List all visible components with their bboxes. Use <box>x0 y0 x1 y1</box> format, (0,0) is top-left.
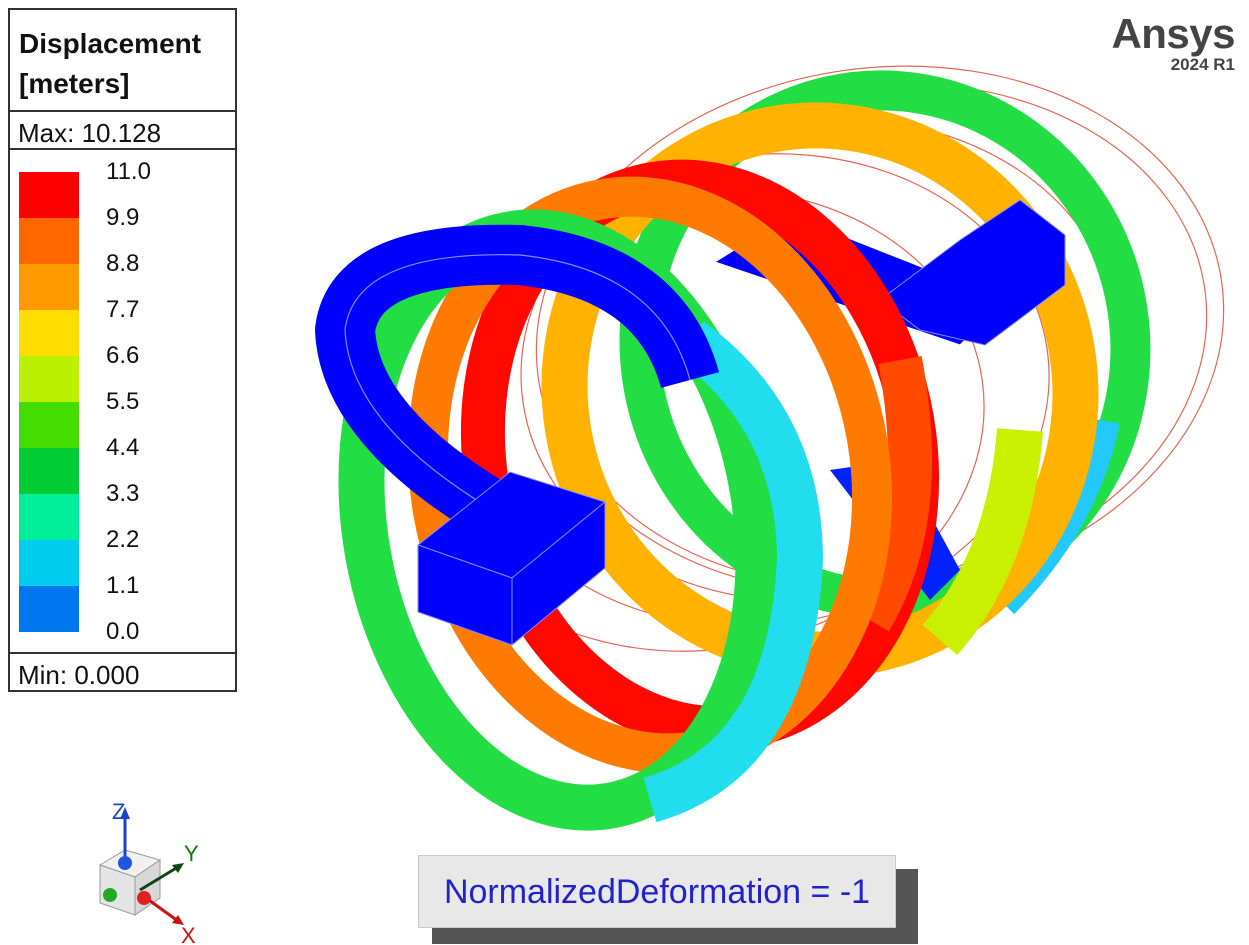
legend-swatch-1 <box>19 172 79 218</box>
normalized-deformation-label: NormalizedDeformation = -1 <box>418 855 896 928</box>
y-axis-arrow <box>139 865 179 892</box>
coil-turn-orange-yellow-lower <box>922 428 1043 656</box>
coordinate-triad[interactable]: Z Y X <box>80 795 210 945</box>
legend-max-label: Max: 10.128 <box>10 112 235 150</box>
legend-tick-label: 1.1 <box>106 572 140 599</box>
result-legend[interactable]: Displacement [meters] Max: 10.128 11.0 9… <box>8 8 237 692</box>
legend-tick-label: 11.0 <box>106 158 151 185</box>
legend-tick-label: 7.7 <box>106 296 140 323</box>
legend-swatch-10 <box>19 586 79 632</box>
legend-tick-label: 8.8 <box>106 250 140 277</box>
y-axis-dot <box>103 888 117 902</box>
coil-turn-back-green <box>619 70 1151 620</box>
z-axis-label: Z <box>112 799 125 824</box>
z-axis-dot <box>118 856 132 870</box>
legend-title-quantity: Displacement <box>19 28 202 59</box>
legend-title-unit: [meters] <box>19 68 130 99</box>
legend-tick-label: 4.4 <box>106 434 140 461</box>
x-axis-arrow <box>145 896 179 923</box>
legend-swatch-3 <box>19 264 79 310</box>
legend-tick-label: 0.0 <box>106 618 140 645</box>
x-axis-label: X <box>181 923 196 945</box>
terminal-block-front-end <box>511 500 606 647</box>
coil-turn-red-right <box>850 355 932 632</box>
x-axis-dot <box>137 891 151 905</box>
legend-tick-label: 9.9 <box>106 204 140 231</box>
coil-turn-front-green-right <box>643 321 824 823</box>
y-axis-label: Y <box>184 841 199 866</box>
legend-swatch-6 <box>19 402 79 448</box>
legend-swatch-5 <box>19 356 79 402</box>
legend-tick-label: 2.2 <box>106 526 140 553</box>
legend-color-scale: 11.0 9.9 8.8 7.7 6.6 5.5 4.4 3.3 2.2 1.1… <box>10 150 235 650</box>
legend-tick-label: 5.5 <box>106 388 140 415</box>
terminal-block-right <box>879 199 1066 346</box>
legend-tick-label: 3.3 <box>106 480 140 507</box>
legend-min-label: Min: 0.000 <box>10 652 235 690</box>
legend-swatch-7 <box>19 448 79 494</box>
ansys-logo: Ansys 2024 R1 <box>1111 12 1235 74</box>
legend-tick-label: 6.6 <box>106 342 140 369</box>
legend-swatch-2 <box>19 218 79 264</box>
logo-brand: Ansys <box>1111 10 1235 57</box>
legend-swatch-4 <box>19 310 79 356</box>
logo-version: 2024 R1 <box>1170 55 1235 74</box>
legend-swatch-8 <box>19 494 79 540</box>
legend-swatch-9 <box>19 540 79 586</box>
legend-title: Displacement [meters] <box>10 10 235 112</box>
